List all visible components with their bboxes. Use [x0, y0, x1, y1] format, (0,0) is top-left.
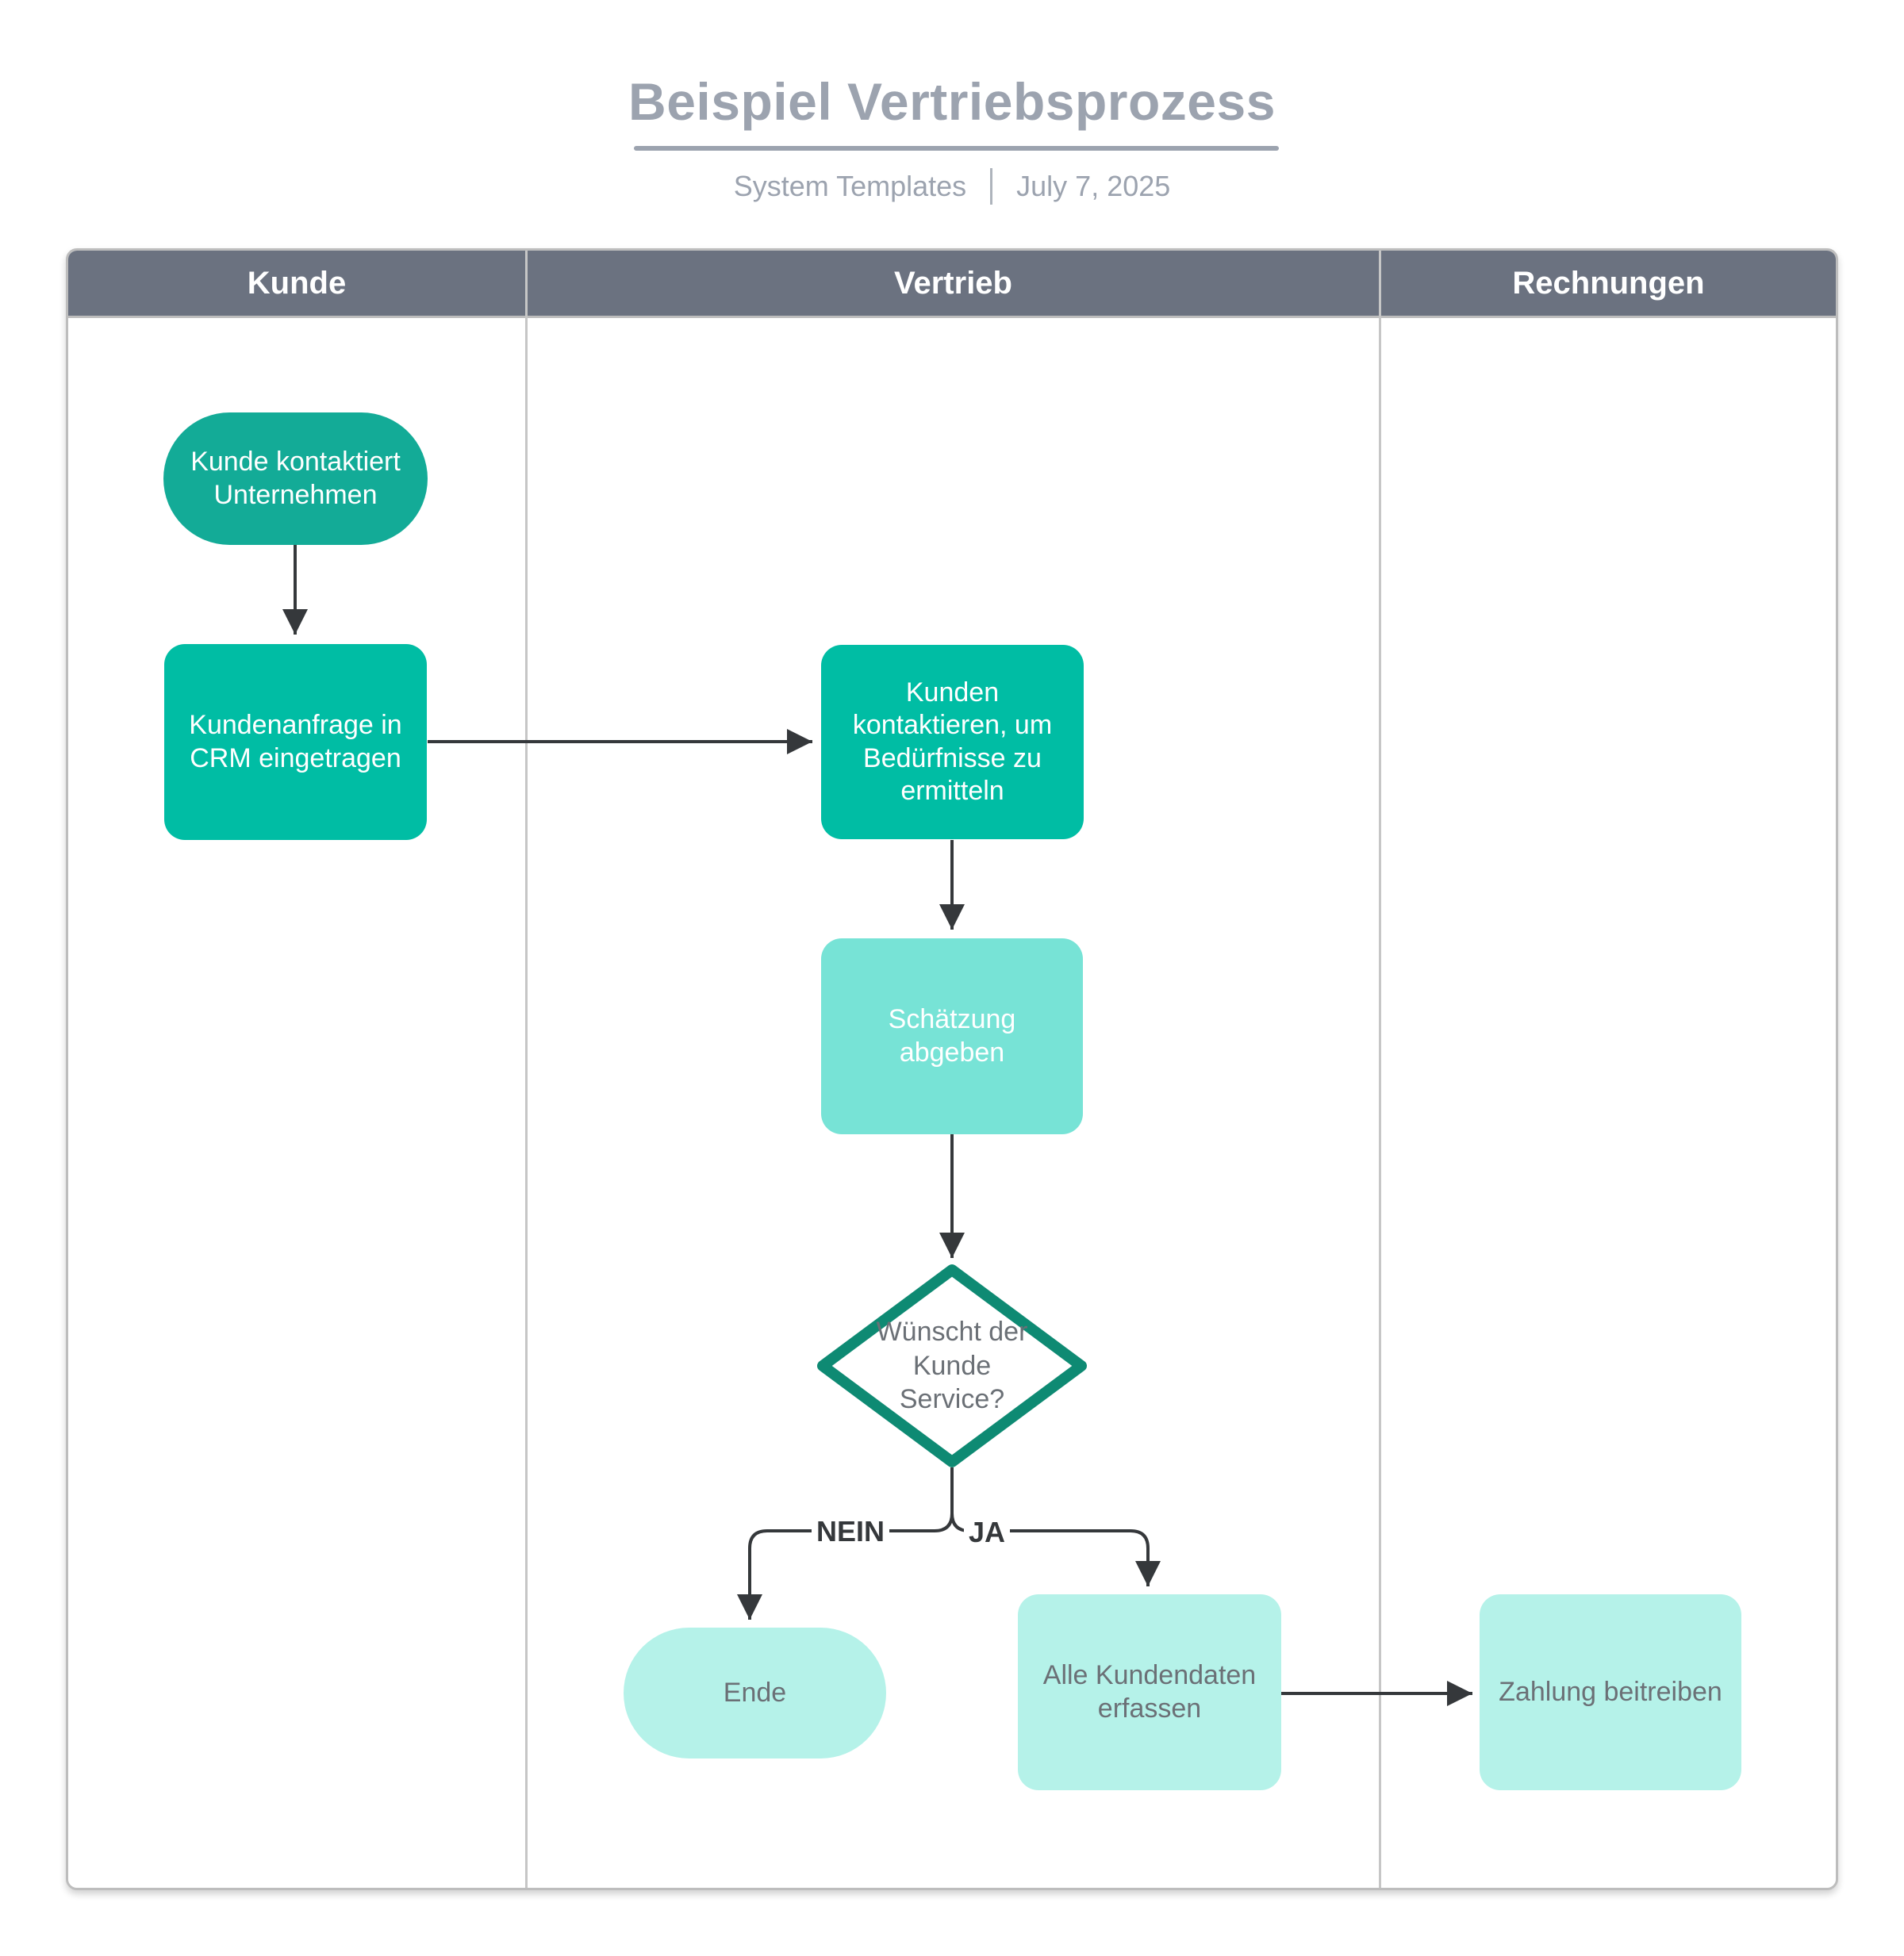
- page-subtitle: System Templates July 7, 2025: [0, 168, 1904, 205]
- lane-body-kunde: [68, 318, 525, 1888]
- lane-header-vertrieb: Vertrieb: [528, 251, 1379, 318]
- subtitle-byline: System Templates: [733, 170, 967, 202]
- node-crm-process: Kundenanfrage in CRM eingetragen: [164, 644, 427, 840]
- node-estimate-process: Schätzung abgeben: [821, 938, 1083, 1134]
- title-underline: [634, 146, 1279, 151]
- subtitle-divider: [990, 168, 993, 205]
- node-ende-terminator: Ende: [624, 1628, 886, 1758]
- lane-kunde: Kunde: [68, 251, 525, 1888]
- decision-service-label: Wünscht der Kunde Service?: [876, 1317, 1028, 1415]
- node-contact-process: Kunden kontaktieren, um Bedürfnisse zu e…: [821, 645, 1084, 839]
- edge-label-nein: NEIN: [811, 1515, 890, 1548]
- node-start-terminator: Kunde kontaktiert Unternehmen: [163, 412, 428, 545]
- page-title: Beispiel Vertriebsprozess: [628, 72, 1276, 131]
- lane-rechnungen: Rechnungen: [1379, 251, 1836, 1888]
- node-collect-process: Alle Kundendaten erfassen: [1018, 1594, 1281, 1790]
- edge-label-ja: JA: [963, 1516, 1011, 1549]
- subtitle-date: July 7, 2025: [1016, 170, 1171, 202]
- lane-header-rechnungen: Rechnungen: [1381, 251, 1836, 318]
- node-payment-process: Zahlung beitreiben: [1480, 1594, 1741, 1790]
- lane-header-kunde: Kunde: [68, 251, 525, 318]
